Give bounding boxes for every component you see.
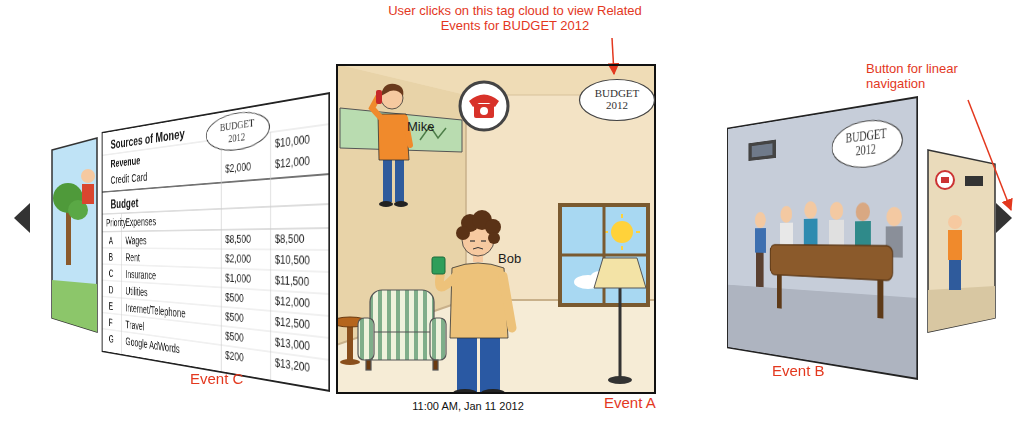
- table-cell: Rent: [125, 251, 139, 264]
- table-cell: $12,000: [275, 294, 310, 311]
- far-right-panel: [928, 150, 995, 332]
- table-cell: $2,000: [225, 253, 251, 267]
- event-panel: 11:00 AM, Jan 11 2012Event ABUDGET 2012: [336, 64, 656, 394]
- annotation-note: Button for linear navigation: [866, 62, 991, 92]
- mike-figure: [372, 84, 410, 207]
- table-cell: $11,500: [275, 274, 309, 290]
- event-panel: BUDGET 2012Sources of MoneyRevenue$10,00…: [95, 88, 330, 398]
- phone-icon: [460, 82, 508, 130]
- table-cell: $200: [225, 349, 244, 365]
- table-heading: Budget: [111, 195, 139, 211]
- tag-cloud-ellipse: [832, 116, 902, 170]
- table-cell: F: [109, 316, 113, 328]
- spreadsheet-face: BUDGET 2012Sources of MoneyRevenue$10,00…: [102, 92, 330, 392]
- table-cell: $10,500: [275, 253, 310, 268]
- table-cell: G: [109, 333, 114, 346]
- table-cell: $1,000: [225, 272, 251, 287]
- annotation-note: User clicks on this tag cloud to view Re…: [380, 4, 650, 34]
- table-cell: Travel: [125, 318, 144, 333]
- tag-text: BUDGET 2012: [590, 88, 644, 111]
- table-cell: $8,500: [275, 232, 305, 246]
- table-cell: $8,500: [225, 233, 251, 247]
- table-cell: A: [109, 235, 113, 247]
- event-caption: Event B: [772, 362, 862, 379]
- character-name: Bob: [498, 252, 521, 267]
- table-cell: Expenses: [125, 215, 156, 228]
- annotation-arrow: [612, 38, 614, 74]
- tag-cloud: BUDGET 2012: [205, 106, 270, 155]
- tag-cloud: BUDGET 2012: [831, 114, 903, 171]
- table-cell: Priority: [106, 216, 126, 229]
- table-cell: $500: [225, 330, 244, 346]
- tag-cloud: BUDGET 2012: [578, 78, 656, 122]
- far-left-panel: [52, 138, 97, 332]
- table-cell: $500: [225, 310, 244, 325]
- annotation-arrow: [968, 100, 1011, 210]
- table-cell: D: [109, 284, 114, 296]
- room-scene: [336, 64, 656, 394]
- nav-button-left: [14, 203, 30, 233]
- table-cell: C: [109, 267, 114, 279]
- event-panel: BUDGET 2012Event B: [726, 92, 918, 382]
- timestamp: 11:00 AM, Jan 11 2012: [378, 400, 558, 413]
- table-cell: $12,000: [275, 154, 310, 172]
- bob-figure: [432, 210, 512, 394]
- table-cell: Insurance: [125, 268, 156, 282]
- tag-text: BUDGET 2012: [217, 116, 257, 146]
- table-cell: $500: [225, 291, 244, 306]
- window: [560, 205, 648, 305]
- table-cell: Wages: [125, 234, 146, 247]
- armchair: [358, 290, 446, 370]
- table-cell: E: [109, 300, 113, 312]
- tag-cloud-ellipse: [580, 80, 655, 121]
- table-cell: B: [109, 251, 113, 263]
- character-name: Mike: [407, 120, 434, 135]
- tag-cloud-ellipse: [206, 108, 269, 154]
- table-cell: Utilities: [125, 285, 147, 299]
- meeting-face: BUDGET 2012: [727, 96, 918, 380]
- table-cell: $2,000: [225, 160, 251, 176]
- event-caption: Event A: [604, 394, 684, 411]
- floor-lamp: [594, 258, 646, 384]
- tag-text: BUDGET 2012: [843, 127, 891, 160]
- event-caption: Event C: [190, 370, 280, 387]
